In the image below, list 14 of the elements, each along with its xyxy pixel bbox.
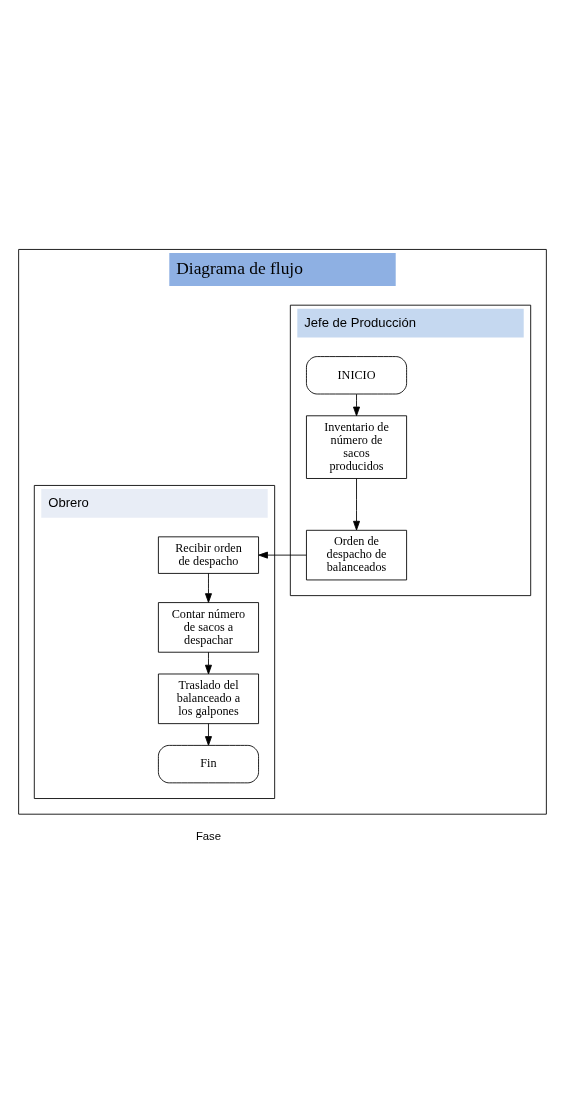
- arrow: [205, 573, 212, 603]
- arrow: [258, 551, 307, 559]
- arrow: [353, 393, 360, 417]
- arrow: [205, 723, 212, 746]
- node-box: Orden de despacho de balanceados: [306, 529, 408, 581]
- node-box: Contar número de sacos a despachar: [157, 602, 259, 653]
- node-box: Recibir orden de despacho: [157, 536, 259, 574]
- arrow: [353, 478, 360, 531]
- label: Fase: [195, 829, 222, 842]
- node-box: Traslado del balanceado a los galpones: [157, 673, 259, 725]
- node-box: INICIO: [306, 356, 408, 395]
- arrow: [205, 651, 212, 675]
- node-box: Inventario de número de sacos producidos: [306, 415, 408, 479]
- node-box: Fin: [157, 744, 259, 784]
